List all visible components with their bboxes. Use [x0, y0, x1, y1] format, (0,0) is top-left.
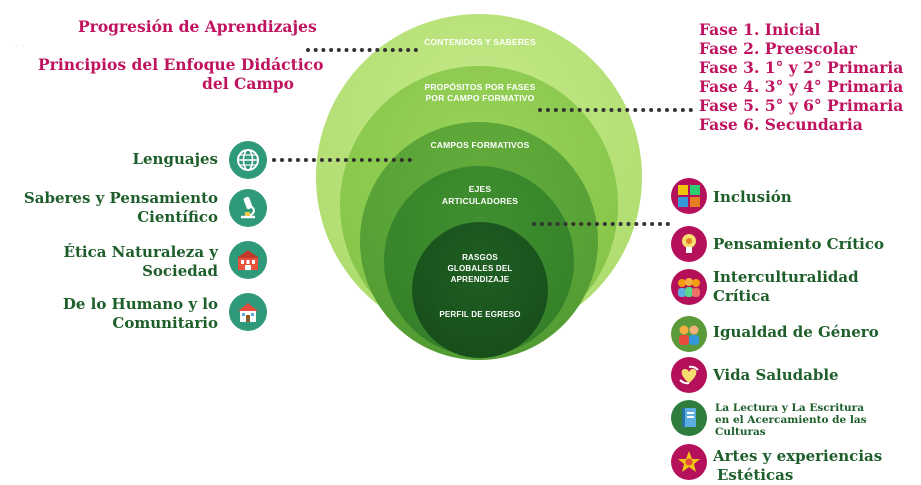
people-icon — [671, 269, 707, 305]
ring-rasgos — [412, 222, 548, 358]
ring-label-ejes-line2: ARTICULADORES — [441, 196, 519, 206]
eje-label-interculturalidad-line2: Crítica — [713, 287, 771, 305]
ring-label-propositos-line1: PROPÓSITOS POR FASES — [424, 82, 536, 92]
connector-campos — [272, 158, 412, 162]
campo-label-saberes-line2: Científico — [137, 208, 218, 226]
campo-label-lenguajes: Lenguajes — [132, 150, 218, 168]
fase-item: Fase 5. 5° y 6° Primaria — [699, 96, 903, 115]
ring-label-contenidos: CONTENIDOS Y SABERES — [424, 37, 536, 47]
ring-label-ejes: EJES ARTICULADORES — [400, 183, 560, 207]
eje-label-lectura-line1: La Lectura y La Escritura — [715, 402, 865, 414]
fase-number: Fase 1. — [699, 20, 760, 39]
campo-label-saberes-line1: Saberes y Pensamiento — [23, 189, 218, 207]
eje-label-igualdad: Igualdad de Género — [713, 323, 879, 341]
background-watermark-text: · · · — [8, 40, 26, 52]
fases-list: Fase 1. Inicial Fase 2. Preescolar Fase … — [699, 20, 903, 134]
art-icon — [671, 444, 707, 480]
eje-label-artes-line1: Artes y experiencias — [713, 447, 883, 465]
fase-number: Fase 2. — [699, 39, 760, 58]
eje-label-artes: Artes y experiencias Estéticas — [713, 447, 882, 485]
eje-label-inclusion: Inclusión — [713, 188, 792, 206]
fase-item: Fase 2. Preescolar — [699, 39, 903, 58]
eje-label-artes-line2: Estéticas — [717, 466, 794, 484]
connector-ejes — [532, 222, 670, 226]
book-icon — [671, 400, 707, 436]
puzzle-icon — [671, 178, 707, 214]
connector-principios — [306, 48, 418, 52]
fase-number: Fase 4. — [699, 77, 760, 96]
connector-fases — [538, 108, 693, 112]
label-principios-line1: Principios del Enfoque Didáctico — [38, 55, 324, 74]
ring-label-rasgos: RASGOS GLOBALES DEL APRENDIZAJE — [420, 252, 540, 285]
lightbulb-icon — [671, 226, 707, 262]
campo-label-etica: Ética Naturaleza y Sociedad — [10, 243, 218, 281]
campo-label-humano-line2: Comunitario — [112, 314, 218, 332]
campo-label-etica-line2: Sociedad — [142, 262, 218, 280]
campo-label-etica-line1: Ética Naturaleza y — [63, 243, 218, 261]
ring-label-propositos: PROPÓSITOS POR FASES POR CAMPO FORMATIVO — [390, 82, 570, 104]
ring-label-rasgos-line3: APRENDIZAJE — [450, 275, 510, 284]
eje-label-pensamiento: Pensamiento Crítico — [713, 235, 884, 253]
house-icon — [229, 293, 267, 331]
ring-label-rasgos-line2: GLOBALES DEL — [447, 264, 513, 273]
label-progresion: Progresión de Aprendizajes — [78, 17, 317, 36]
campo-label-humano: De lo Humano y lo Comunitario — [10, 295, 218, 333]
eje-label-interculturalidad-line1: Interculturalidad — [713, 268, 859, 286]
campo-label-humano-line1: De lo Humano y lo — [62, 295, 218, 313]
fase-number: Fase 5. — [699, 96, 760, 115]
campo-label-saberes: Saberes y Pensamiento Científico — [10, 189, 218, 227]
fase-name: Inicial — [764, 20, 821, 39]
fase-item: Fase 3. 1° y 2° Primaria — [699, 58, 903, 77]
couple-icon — [671, 316, 707, 352]
fase-name: 5° y 6° Primaria — [764, 96, 904, 115]
fase-number: Fase 3. — [699, 58, 760, 77]
fase-item: Fase 1. Inicial — [699, 20, 903, 39]
fase-number: Fase 6. — [699, 115, 760, 134]
eje-label-interculturalidad: Interculturalidad Crítica — [713, 268, 859, 306]
microscope-icon — [229, 189, 267, 227]
fase-name: 1° y 2° Primaria — [764, 58, 904, 77]
eje-label-lectura-line3: Culturas — [715, 426, 766, 438]
label-principios: Principios del Enfoque Didáctico del Cam… — [38, 55, 324, 93]
label-principios-line2: del Campo — [202, 74, 294, 93]
ring-label-propositos-line2: POR CAMPO FORMATIVO — [425, 93, 535, 103]
fase-name: 3° y 4° Primaria — [764, 77, 904, 96]
eje-label-lectura: La Lectura y La Escritura en el Acercami… — [715, 402, 867, 438]
globe-icon — [229, 141, 267, 179]
fase-name: Secundaria — [764, 115, 863, 134]
heart-hands-icon — [671, 357, 707, 393]
ring-label-campos: CAMPOS FORMATIVOS — [430, 140, 530, 150]
building-icon — [229, 241, 267, 279]
eje-label-vida: Vida Saludable — [713, 366, 839, 384]
fase-item: Fase 4. 3° y 4° Primaria — [699, 77, 903, 96]
fase-name: Preescolar — [764, 39, 857, 58]
eje-label-lectura-line2: en el Acercamiento de las — [715, 414, 867, 426]
ring-label-perfil: PERFIL DE EGRESO — [439, 310, 521, 319]
ring-label-ejes-line1: EJES — [468, 184, 492, 194]
ring-label-rasgos-line1: RASGOS — [462, 253, 498, 262]
fase-item: Fase 6. Secundaria — [699, 115, 903, 134]
